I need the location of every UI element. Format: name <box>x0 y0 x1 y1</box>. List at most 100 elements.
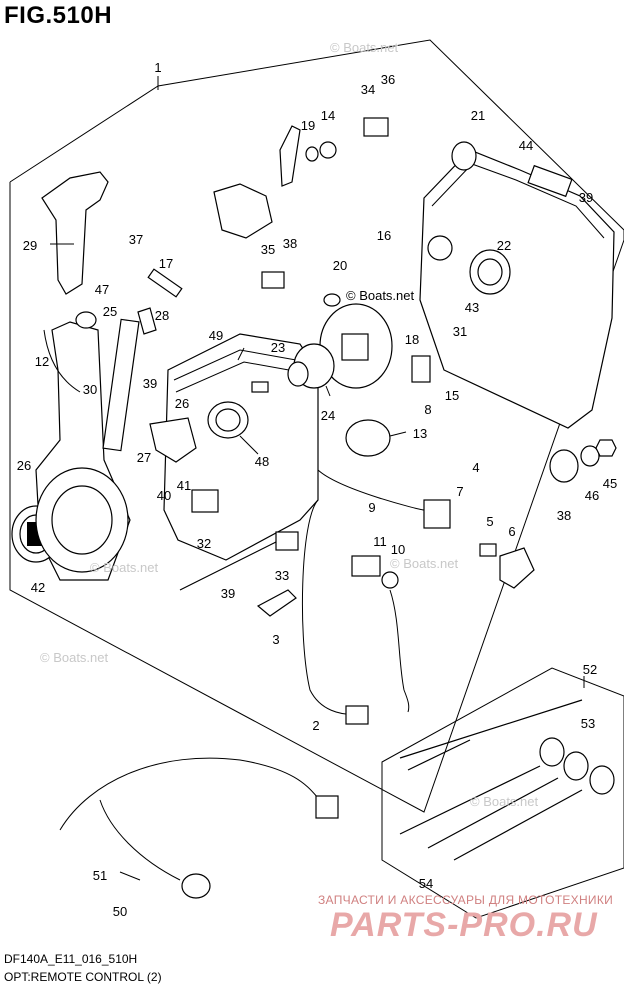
callout: 19 <box>301 118 315 133</box>
callout: 24 <box>321 408 335 423</box>
spring-32 <box>137 307 157 335</box>
watermark-3: © Boats.net <box>90 560 159 575</box>
connector-2 <box>345 705 369 725</box>
block-38-mid <box>261 271 285 289</box>
callout: 8 <box>424 402 431 417</box>
plate-3 <box>256 589 297 617</box>
callout: 32 <box>197 536 211 551</box>
callout-numbers: 1 2 3 4 5 6 7 8 9 10 11 12 13 14 15 16 1… <box>17 60 617 919</box>
callout: 38 <box>557 508 571 523</box>
callout: 4 <box>472 460 479 475</box>
callout: 43 <box>465 300 479 315</box>
callout: 35 <box>261 242 275 257</box>
switch-7 <box>423 499 451 529</box>
bushing-22 <box>451 141 477 171</box>
callout: 29 <box>23 238 37 253</box>
callout: 39 <box>579 190 593 205</box>
watermark-5: © Boats.net <box>470 794 539 809</box>
callout: 51 <box>93 868 107 883</box>
key-5 <box>479 543 497 557</box>
washer-26-left <box>287 361 309 387</box>
callout: 7 <box>456 484 463 499</box>
diagram-caption: OPT:REMOTE CONTROL (2) <box>4 970 162 984</box>
plug-11 <box>351 555 381 577</box>
callout: 2 <box>312 718 319 733</box>
callout: 5 <box>486 514 493 529</box>
callout: 10 <box>391 542 405 557</box>
callout: 3 <box>272 632 279 647</box>
cover-48-part <box>527 164 573 198</box>
bushing-40 <box>549 449 579 483</box>
callout: 14 <box>321 108 335 123</box>
callout: 36 <box>381 72 395 87</box>
kit-contents <box>399 699 615 861</box>
callout: 28 <box>155 308 169 323</box>
washer-19b <box>305 146 319 162</box>
watermark-6: © Boats.net <box>40 650 109 665</box>
callout: 34 <box>361 82 375 97</box>
callout: 39 <box>143 376 157 391</box>
callout: 26 <box>17 458 31 473</box>
callout: 33 <box>275 568 289 583</box>
callout: 49 <box>209 328 223 343</box>
connector-harness-end <box>315 795 339 819</box>
callout: 53 <box>581 716 595 731</box>
washer-50 <box>580 445 600 467</box>
callout: 22 <box>497 238 511 253</box>
bolt-43 <box>179 541 277 591</box>
callout: 30 <box>83 382 97 397</box>
callout: 23 <box>271 340 285 355</box>
buzzer-13 <box>345 419 391 457</box>
callout: 52 <box>583 662 597 677</box>
callout: 27 <box>137 450 151 465</box>
switch-8 <box>411 355 431 383</box>
harness-2 <box>301 469 425 715</box>
brand-tagline: ЗАПЧАСТИ И АКСЕССУАРЫ ДЛЯ МОТОТЕХНИКИ <box>318 893 614 907</box>
callout: 6 <box>508 524 515 539</box>
callout: 44 <box>519 138 533 153</box>
diagram-code: DF140A_E11_016_510H <box>4 952 138 966</box>
callout: 15 <box>445 388 459 403</box>
callout: 20 <box>333 258 347 273</box>
callout: 17 <box>159 256 173 271</box>
harness-54 <box>59 757 321 881</box>
pin-17 <box>147 268 183 298</box>
callout: 42 <box>31 580 45 595</box>
callout: 26 <box>175 396 189 411</box>
callout: 50 <box>113 904 127 919</box>
pin-37 <box>275 531 299 551</box>
bracket-36 <box>191 489 219 513</box>
watermark-1: © Boats.net <box>330 40 399 55</box>
callout: 48 <box>255 454 269 469</box>
callout: 38 <box>283 236 297 251</box>
callout: 18 <box>405 332 419 347</box>
callout: 13 <box>413 426 427 441</box>
watermark-2: © Boats.net <box>346 288 415 303</box>
callout: 45 <box>603 476 617 491</box>
callout: 54 <box>419 876 433 891</box>
harness-12 <box>43 329 81 393</box>
callout: 1 <box>154 60 161 75</box>
callout: 37 <box>129 232 143 247</box>
callout: 40 <box>157 488 171 503</box>
nut-49 <box>595 439 617 457</box>
cover-28 <box>102 318 140 452</box>
connector-round <box>181 873 211 899</box>
assembly-outline <box>9 39 624 813</box>
callout: 25 <box>103 304 117 319</box>
lever-19 <box>279 125 301 187</box>
callout: 12 <box>35 354 49 369</box>
gear-plate <box>319 293 393 389</box>
callout: 16 <box>377 228 391 243</box>
bracket-top <box>213 183 273 239</box>
watermark-4: © Boats.net <box>390 556 459 571</box>
control-handle <box>11 171 131 581</box>
lanyard <box>389 589 410 713</box>
rear-cover <box>419 149 615 429</box>
callout: 31 <box>453 324 467 339</box>
leader-lines <box>50 76 585 881</box>
clip-10 <box>381 571 399 589</box>
washer-51 <box>75 311 97 329</box>
callout: 41 <box>177 478 191 493</box>
